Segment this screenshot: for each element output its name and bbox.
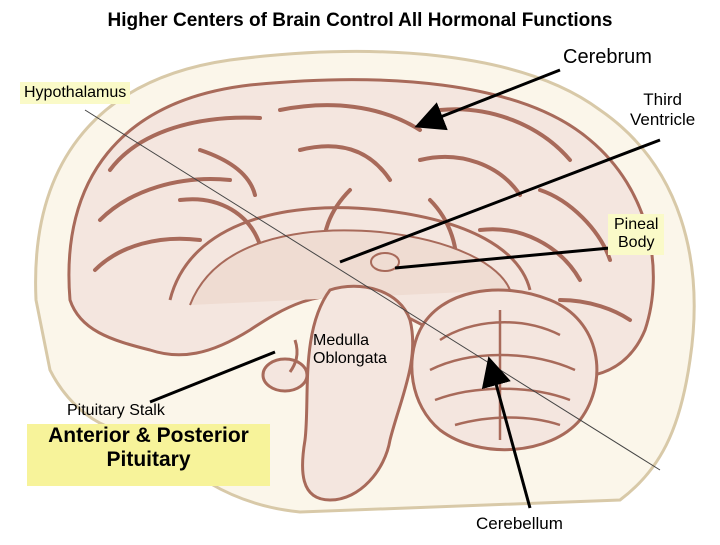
label-third-ventricle: Third Ventricle: [630, 90, 695, 129]
label-third-ventricle-line1: Third: [643, 90, 682, 109]
label-cerebellum: Cerebellum: [476, 514, 563, 533]
label-anterior-posterior-pituitary: Anterior & Posterior Pituitary: [27, 424, 270, 486]
label-pineal-line2: Body: [618, 234, 655, 252]
label-anterior-posterior-line1: Anterior & Posterior: [48, 424, 249, 447]
pituitary-gland: [261, 357, 309, 393]
corpus-callosum: [168, 206, 532, 301]
label-cerebrum: Cerebrum: [563, 46, 652, 68]
label-third-ventricle-line2: Ventricle: [630, 109, 696, 129]
label-medulla-line1: Medulla: [313, 332, 370, 349]
brainstem: [301, 284, 415, 502]
label-pineal-line1: Pineal: [614, 216, 659, 233]
pointer-arrows: [149, 68, 661, 509]
gyri: [93, 103, 632, 322]
diagram-title: Higher Centers of Brain Control All Horm…: [107, 10, 613, 31]
label-medulla-line2: Oblongata: [313, 350, 387, 368]
label-medulla-oblongata: Medulla Oblongata: [313, 332, 387, 369]
label-pituitary-stalk: Pituitary Stalk: [67, 402, 165, 419]
label-anterior-posterior-line2: Pituitary: [106, 448, 191, 472]
cerebellum-shape: [410, 288, 599, 452]
label-pineal-body: Pineal Body: [608, 214, 665, 255]
label-hypothalamus: Hypothalamus: [20, 82, 131, 105]
pineal-gland: [370, 252, 400, 272]
